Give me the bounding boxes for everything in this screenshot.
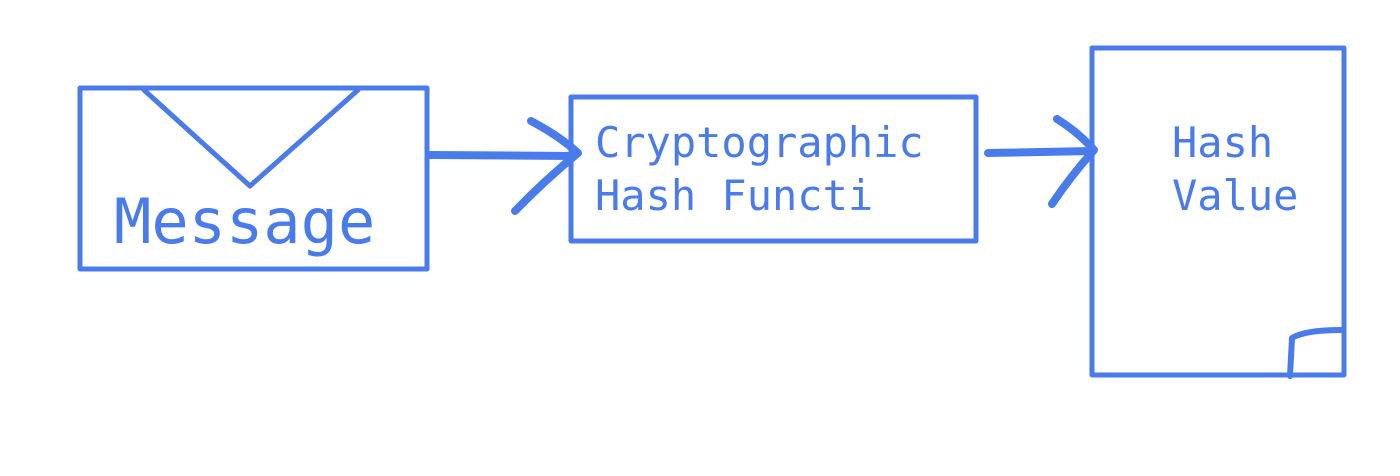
- arrow-shaft: [426, 151, 578, 160]
- hash-value-label-line-1: Hash: [1172, 118, 1273, 167]
- envelope-icon: [141, 87, 361, 189]
- arrow-head-icon: [1048, 115, 1098, 208]
- hash-function-box: [568, 94, 979, 244]
- message-box: [77, 85, 430, 272]
- hash-value-label-line-2: Value: [1172, 171, 1298, 220]
- message-label: Message: [114, 185, 375, 258]
- node-hash-value: Hash Value: [1089, 45, 1347, 379]
- hash-value-box: [1089, 45, 1347, 378]
- node-hash-function: Cryptographic Hash Functi: [568, 94, 979, 244]
- hash-function-label-line-2: Hash Functi: [595, 171, 873, 220]
- arrow-shaft: [984, 147, 1096, 157]
- edge-message-to-hash-function: [426, 117, 582, 215]
- hash-function-label-line-1: Cryptographic: [595, 118, 924, 167]
- document-corner-fold-icon: [1287, 327, 1345, 379]
- edge-hash-function-to-hash-value: [984, 115, 1098, 208]
- arrow-head-icon: [511, 117, 582, 215]
- node-message: Message: [77, 85, 430, 272]
